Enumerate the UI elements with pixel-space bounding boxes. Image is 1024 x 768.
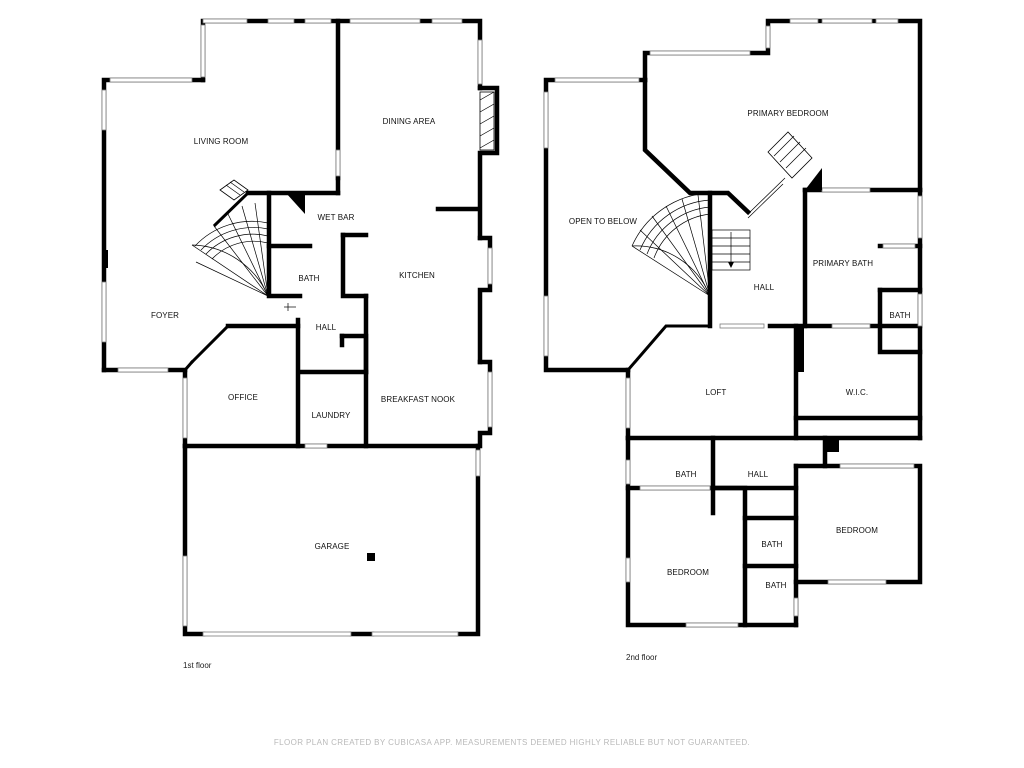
- garage-post: [367, 553, 375, 561]
- first-floor-plan: LIVING ROOM DINING AREA WET BAR BATH KIT…: [101, 18, 500, 670]
- room-label-foyer: FOYER: [151, 311, 179, 320]
- hall-post: [827, 438, 839, 452]
- room-label-wic: W.I.C.: [846, 388, 868, 397]
- room-label-breakfast-nook: BREAKFAST NOOK: [381, 395, 456, 404]
- room-label-hall-upper: HALL: [754, 283, 775, 292]
- room-label-garage: GARAGE: [315, 542, 350, 551]
- room-label-bath-center-1: BATH: [761, 540, 782, 549]
- room-label-bath: BATH: [298, 274, 319, 283]
- room-label-laundry: LAUNDRY: [312, 411, 351, 420]
- room-label-bedroom-right: BEDROOM: [836, 526, 878, 535]
- floor-label-1st: 1st floor: [183, 661, 212, 670]
- first-floor-room-labels: LIVING ROOM DINING AREA WET BAR BATH KIT…: [151, 117, 456, 551]
- room-label-office: OFFICE: [228, 393, 258, 402]
- second-floor-room-labels: PRIMARY BEDROOM OPEN TO BELOW PRIMARY BA…: [569, 109, 911, 590]
- room-label-hall-lower: HALL: [748, 470, 769, 479]
- room-label-bedroom-left: BEDROOM: [667, 568, 709, 577]
- first-floor-windows: [101, 18, 493, 637]
- room-label-bath-center-2: BATH: [765, 581, 786, 590]
- first-floor-staircase: [189, 179, 296, 365]
- footer-disclaimer: FLOOR PLAN CREATED BY CUBICASA APP. MEAS…: [274, 738, 750, 747]
- second-floor-staircase: [631, 177, 786, 297]
- wic-wall-block: [794, 326, 804, 372]
- wet-bar-corner: [286, 193, 305, 214]
- primary-bedroom-fireplace: [767, 131, 822, 190]
- room-label-open-to-below: OPEN TO BELOW: [569, 217, 637, 226]
- floor-label-2nd: 2nd floor: [626, 653, 657, 662]
- room-label-dining-area: DINING AREA: [383, 117, 436, 126]
- room-label-hall: HALL: [316, 323, 337, 332]
- room-label-primary-bedroom: PRIMARY BEDROOM: [747, 109, 828, 118]
- room-label-bath-left: BATH: [675, 470, 696, 479]
- foyer-door-jamb: [103, 250, 108, 268]
- room-label-loft: LOFT: [706, 388, 727, 397]
- room-label-bath-small: BATH: [889, 311, 910, 320]
- first-floor-walls: [101, 18, 500, 637]
- room-label-primary-bath: PRIMARY BATH: [813, 259, 873, 268]
- fireplace: [479, 91, 495, 151]
- room-label-kitchen: KITCHEN: [399, 271, 435, 280]
- second-floor-plan: PRIMARY BEDROOM OPEN TO BELOW PRIMARY BA…: [543, 18, 923, 662]
- second-floor-windows: [543, 18, 923, 628]
- room-label-wet-bar: WET BAR: [317, 213, 354, 222]
- room-label-living-room: LIVING ROOM: [194, 137, 249, 146]
